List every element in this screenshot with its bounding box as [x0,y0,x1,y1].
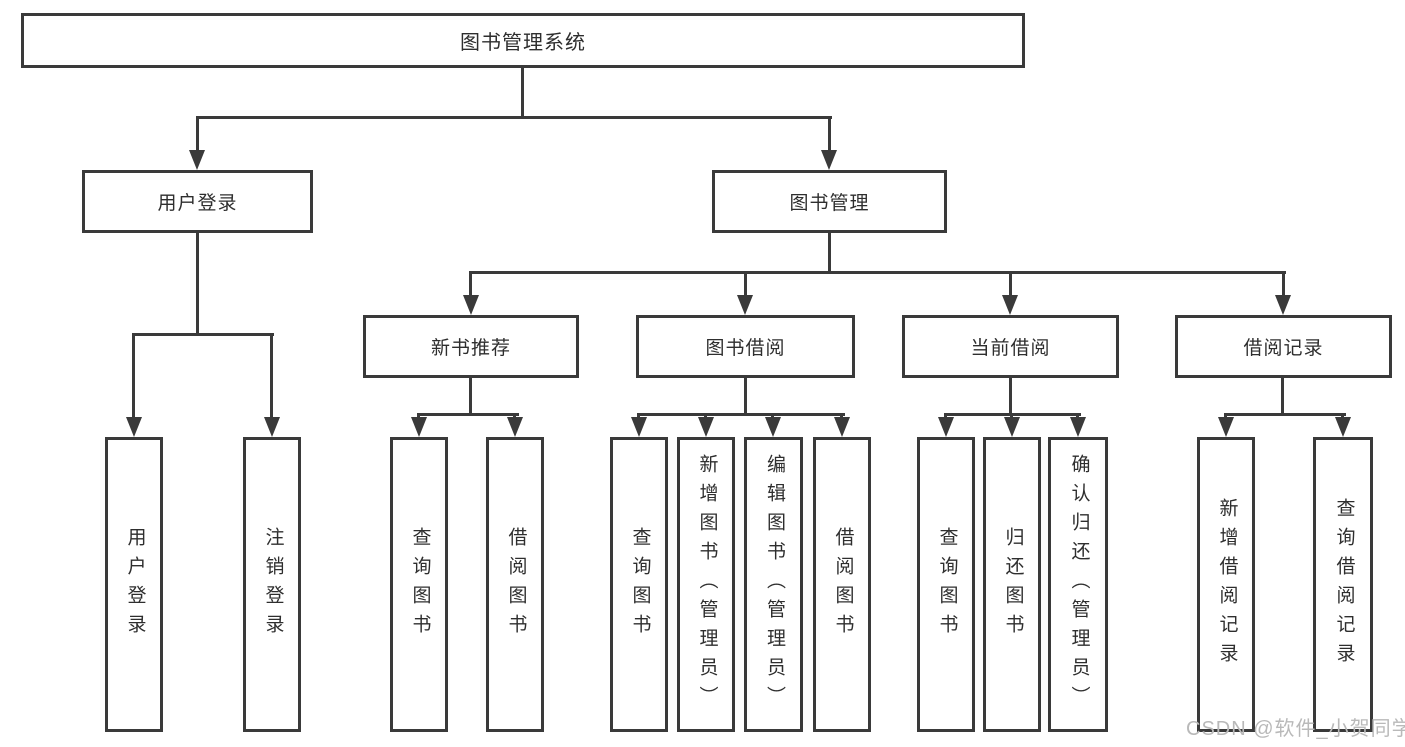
leaf-bookborrow-borrow-label: 借阅图书 [832,526,854,643]
watermark: CSDN @软件_小贺同学 [1186,718,1405,740]
node-library-system-label: 图书管理系统 [460,32,586,54]
connector-bookborrow-stem [744,378,747,416]
connector-newbook-branch [417,413,519,416]
connector-stub [469,274,472,297]
leaf-current-confirm: 确认归还（管理员） [1048,437,1108,732]
leaf-bookborrow-query: 查询图书 [610,437,668,732]
leaf-records-add-label: 新增借阅记录 [1216,497,1238,672]
leaf-bookborrow-edit-label: 编辑图书（管理员） [763,454,785,715]
node-book-management-label: 图书管理 [789,193,870,214]
connector-newbook-stem [469,378,472,416]
node-borrow-records-label: 借阅记录 [1243,338,1324,359]
node-user-login-label: 用户登录 [157,193,238,214]
leaf-bookborrow-edit: 编辑图书（管理员） [744,437,803,732]
leaf-records-query: 查询借阅记录 [1313,437,1373,732]
connector-stub [744,274,747,297]
leaf-bookborrow-add: 新增图书（管理员） [677,437,735,732]
connector-stub [196,119,199,152]
connector-current-branch [944,413,1081,416]
arrowhead-down-icon [507,417,523,437]
leaf-newbook-borrow: 借阅图书 [486,437,544,732]
arrowhead-down-icon [737,295,753,315]
node-borrow-records: 借阅记录 [1175,315,1392,378]
arrowhead-down-icon [463,295,479,315]
leaf-newbook-query: 查询图书 [390,437,448,732]
leaf-bookborrow-query-label: 查询图书 [629,526,651,643]
leaf-logout: 注销登录 [243,437,301,732]
arrowhead-down-icon [411,417,427,437]
arrowhead-down-icon [264,417,280,437]
connector-stub [828,119,831,152]
arrowhead-down-icon [821,150,837,170]
connector-records-stem [1281,378,1284,416]
arrowhead-down-icon [189,150,205,170]
node-book-borrowing-label: 图书借阅 [705,338,786,359]
leaf-user-login-label: 用户登录 [124,526,146,643]
connector-stub [132,336,135,419]
leaf-current-return-label: 归还图书 [1002,526,1024,643]
leaf-current-query-label: 查询图书 [936,526,958,643]
arrowhead-down-icon [1218,417,1234,437]
node-new-book-recommend-label: 新书推荐 [430,338,511,359]
arrowhead-down-icon [698,417,714,437]
leaf-current-confirm-label: 确认归还（管理员） [1068,454,1090,715]
leaf-bookborrow-add-label: 新增图书（管理员） [696,454,718,715]
connector-userlogin-stem [196,233,199,335]
connector-root-stem [521,68,524,118]
connector-records-branch [1224,413,1346,416]
node-current-borrowing-label: 当前借阅 [970,338,1051,359]
leaf-current-return: 归还图书 [983,437,1041,732]
node-user-login: 用户登录 [82,170,313,233]
connector-stub [270,336,273,419]
arrowhead-down-icon [1335,417,1351,437]
connector-bookmgmt-branch [469,271,1286,274]
connector-current-stem [1009,378,1012,416]
connector-root-branch [196,116,832,119]
arrowhead-down-icon [631,417,647,437]
arrowhead-down-icon [126,417,142,437]
leaf-records-query-label: 查询借阅记录 [1333,497,1355,672]
arrowhead-down-icon [1004,417,1020,437]
node-current-borrowing: 当前借阅 [902,315,1119,378]
connector-stub [1009,274,1012,297]
connector-bookborrow-branch [637,413,845,416]
arrowhead-down-icon [834,417,850,437]
node-new-book-recommend: 新书推荐 [363,315,579,378]
connector-stub [1282,274,1285,297]
arrowhead-down-icon [938,417,954,437]
leaf-user-login: 用户登录 [105,437,163,732]
leaf-records-add: 新增借阅记录 [1197,437,1255,732]
leaf-bookborrow-borrow: 借阅图书 [813,437,871,732]
leaf-logout-label: 注销登录 [262,526,284,643]
node-book-borrowing: 图书借阅 [636,315,855,378]
arrowhead-down-icon [1002,295,1018,315]
leaf-newbook-query-label: 查询图书 [409,526,431,643]
arrowhead-down-icon [1070,417,1086,437]
node-book-management: 图书管理 [712,170,947,233]
connector-bookmgmt-stem [828,233,831,273]
node-library-system: 图书管理系统 [21,13,1025,68]
leaf-current-query: 查询图书 [917,437,975,732]
arrowhead-down-icon [765,417,781,437]
arrowhead-down-icon [1275,295,1291,315]
connector-userlogin-branch [132,333,274,336]
leaf-newbook-borrow-label: 借阅图书 [505,526,527,643]
